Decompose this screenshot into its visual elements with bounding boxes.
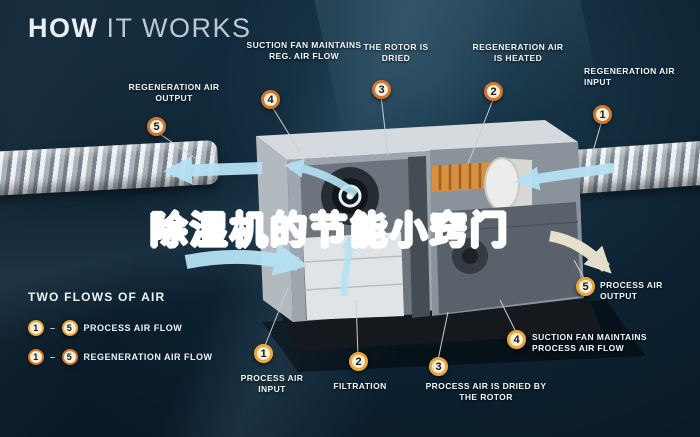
label-process-air-dried: PROCESS AIR IS DRIED BY THE ROTOR xyxy=(425,381,547,403)
process-output-arrow xyxy=(548,230,612,274)
regeneration-output-arrow xyxy=(163,155,263,185)
legend-badge-from: 1 xyxy=(28,320,44,336)
label-process-air-input: PROCESS AIR INPUT xyxy=(240,373,304,395)
legend-title: TWO FLOWS OF AIR xyxy=(28,290,166,304)
label-suction-fan-process: SUCTION FAN MAINTAINS PROCESS AIR FLOW xyxy=(532,332,647,354)
panel-seam xyxy=(304,255,403,263)
step-badge-regeneration-3: 3 xyxy=(372,80,391,99)
label-filtration: FILTRATION xyxy=(333,381,387,391)
step-badge-process-1: 1 xyxy=(254,344,273,363)
label-regeneration-air-heated: REGENERATION AIR IS HEATED xyxy=(472,42,564,64)
panel-seam xyxy=(304,283,404,291)
leader-lines xyxy=(156,94,603,361)
label-suction-fan-reg: SUCTION FAN MAINTAINS REG. AIR FLOW xyxy=(246,40,362,62)
step-badge-regeneration-5: 5 xyxy=(147,117,166,136)
process-input-arrow xyxy=(184,242,308,276)
process-internal-arrow xyxy=(340,233,358,297)
label-process-air-output: PROCESS AIR OUTPUT xyxy=(600,280,663,302)
center-divider xyxy=(408,156,430,318)
step-badge-process-2: 2 xyxy=(349,352,368,371)
legend-badge-to: 5 xyxy=(61,320,78,336)
label-regeneration-air-input: REGENERATION AIR INPUT xyxy=(584,66,675,88)
step-badge-regeneration-2: 2 xyxy=(484,82,503,101)
legend-row-regeneration: 1 – 5 REGENERATION AIR FLOW xyxy=(28,349,213,365)
heater-slats xyxy=(438,163,482,190)
heater-element xyxy=(432,162,492,192)
label-rotor-is-dried: THE ROTOR IS DRIED xyxy=(363,42,429,64)
panel-seam xyxy=(437,221,579,233)
step-badge-process-4: 4 xyxy=(507,330,526,349)
legend-label-regeneration-air-flow: REGENERATION AIR FLOW xyxy=(83,352,213,362)
legend-dash: – xyxy=(50,352,56,362)
airflow-arrows xyxy=(163,155,615,297)
step-badge-regeneration-4: 4 xyxy=(261,90,280,109)
legend-label-process-air-flow: PROCESS AIR FLOW xyxy=(83,323,183,333)
legend-dash: – xyxy=(50,323,56,333)
step-badge-process-3: 3 xyxy=(429,357,448,376)
regeneration-fan-hub xyxy=(462,248,478,264)
label-regeneration-air-output: REGENERATION AIR OUTPUT xyxy=(128,82,220,104)
legend-badge-to: 5 xyxy=(61,349,78,365)
step-badge-process-5: 5 xyxy=(576,277,595,296)
fan-intake-arrow xyxy=(284,158,359,198)
title-word-light: IT WORKS xyxy=(106,13,252,43)
regeneration-input-arrow xyxy=(514,163,615,191)
legend-row-process: 1 – 5 PROCESS AIR FLOW xyxy=(28,320,182,336)
legend-badge-from: 1 xyxy=(28,349,44,365)
cabinet-top-face xyxy=(256,120,578,160)
title-word-bold: HOW xyxy=(28,13,99,43)
chinese-headline-overlay: 除湿机的节能小窍门 xyxy=(149,209,510,252)
lower-white-cabinet xyxy=(303,232,404,320)
step-badge-regeneration-1: 1 xyxy=(593,105,612,124)
